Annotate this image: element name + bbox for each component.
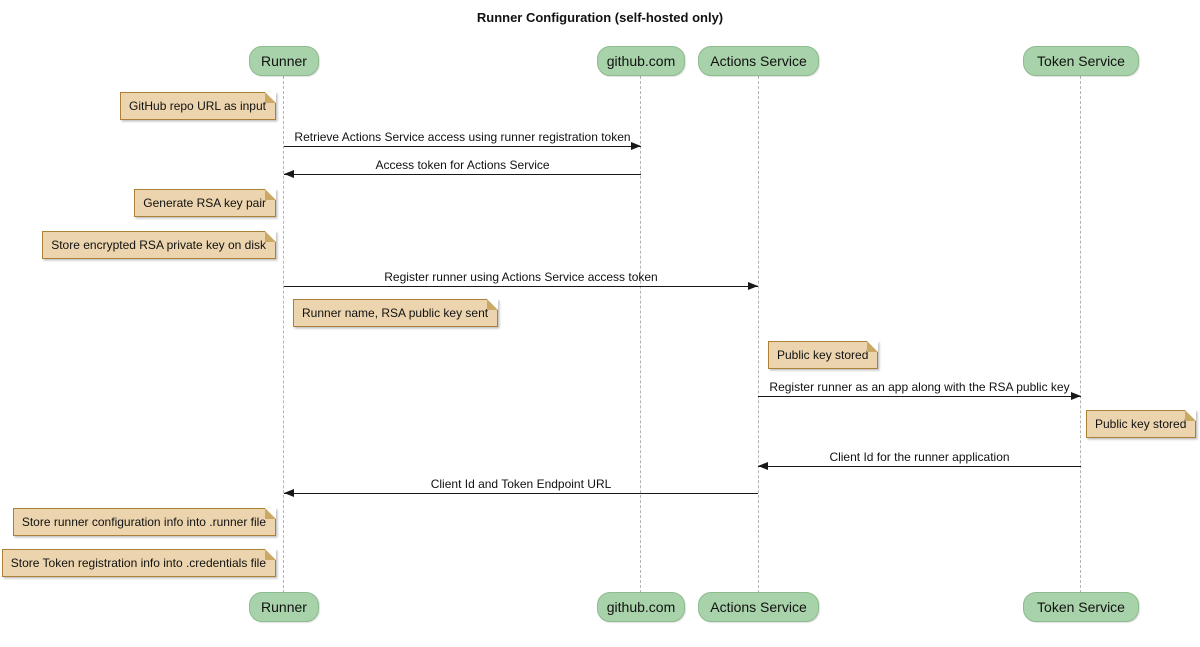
lifeline-actions-service [758, 76, 759, 593]
participant-runner-bottom: Runner [249, 592, 319, 622]
message-6-line [284, 493, 758, 494]
diagram-title: Runner Configuration (self-hosted only) [476, 10, 724, 25]
message-1-label: Retrieve Actions Service access using ru… [294, 130, 631, 144]
message-2-arrowhead-left-icon [284, 170, 294, 178]
lifeline-github-com [640, 76, 641, 593]
message-1-arrowhead-right-icon [631, 142, 641, 150]
message-4-label: Register runner as an app along with the… [769, 380, 1070, 394]
message-4-line [758, 396, 1081, 397]
message-6-label: Client Id and Token Endpoint URL [430, 477, 612, 491]
message-6-arrowhead-left-icon [284, 489, 294, 497]
note-runner-name-public-key: Runner name, RSA public key sent [293, 299, 499, 327]
note-github-repo-url: GitHub repo URL as input [120, 92, 276, 120]
note-store-credentials-file: Store Token registration info into .cred… [1, 549, 277, 577]
message-5-label: Client Id for the runner application [829, 450, 1010, 464]
message-5-line [758, 466, 1081, 467]
participant-actions-service-top: Actions Service [698, 46, 819, 76]
participant-github-com-bottom: github.com [597, 592, 685, 622]
message-1-line [284, 146, 641, 147]
message-3-arrowhead-right-icon [748, 282, 758, 290]
participant-github-com-top: github.com [597, 46, 685, 76]
note-store-encrypted-rsa-key: Store encrypted RSA private key on disk [42, 231, 276, 259]
participant-runner-top: Runner [249, 46, 319, 76]
message-4-arrowhead-right-icon [1071, 392, 1081, 400]
message-3-label: Register runner using Actions Service ac… [384, 270, 658, 284]
message-2-line [284, 174, 641, 175]
lifeline-token-service [1080, 76, 1081, 593]
lifeline-runner [283, 76, 284, 593]
participant-token-service-bottom: Token Service [1023, 592, 1139, 622]
note-public-key-stored-actions: Public key stored [768, 341, 879, 369]
note-store-runner-file: Store runner configuration info into .ru… [12, 508, 277, 536]
note-generate-rsa-key-pair: Generate RSA key pair [134, 189, 276, 217]
message-5-arrowhead-left-icon [758, 462, 768, 470]
message-3-line [284, 286, 758, 287]
message-2-label: Access token for Actions Service [375, 158, 550, 172]
note-public-key-stored-token: Public key stored [1086, 410, 1197, 438]
participant-token-service-top: Token Service [1023, 46, 1139, 76]
participant-actions-service-bottom: Actions Service [698, 592, 819, 622]
